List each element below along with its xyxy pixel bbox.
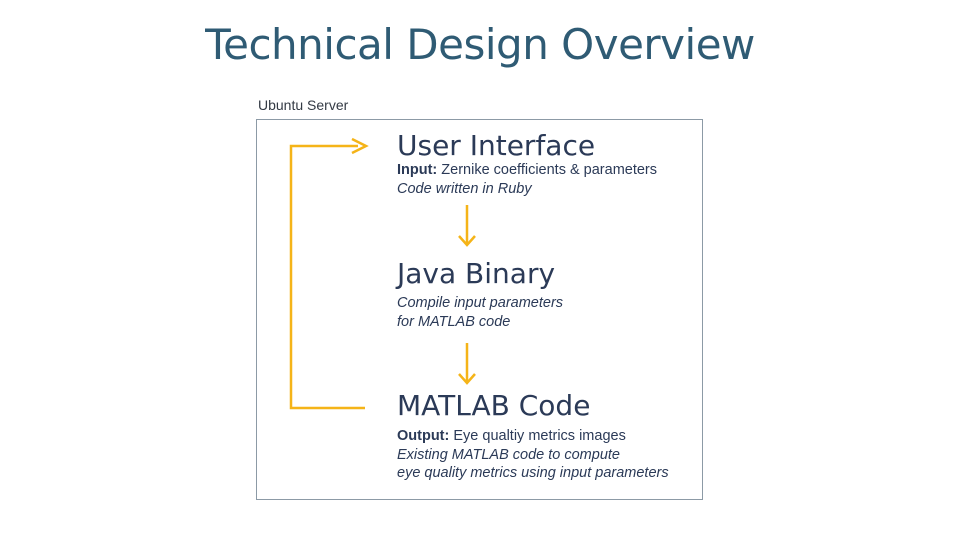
node-matlab-code-title: MATLAB Code [397,389,591,422]
input-label: Input: [397,162,438,178]
node-java-binary-note-2: for MATLAB code [397,314,511,330]
node-java-binary-title: Java Binary [397,257,556,290]
container-label: Ubuntu Server [258,97,349,113]
output-value: Eye qualtiy metrics images [453,428,626,444]
node-matlab-code-note-1: Existing MATLAB code to compute [397,447,620,463]
node-user-interface-note: Code written in Ruby [397,181,532,197]
input-value: Zernike coefficients & parameters [441,162,658,178]
node-matlab-code-note-2: eye quality metrics using input paramete… [397,465,669,481]
slide-title: Technical Design Overview [205,20,755,69]
node-user-interface-io: Input: Zernike coefficients & parameters [397,162,657,178]
output-label: Output: [397,428,450,444]
ubuntu-server-box [256,119,703,500]
node-matlab-code-io: Output: Eye qualtiy metrics images [397,428,626,444]
node-java-binary-note-1: Compile input parameters [397,295,564,311]
node-user-interface-title: User Interface [397,129,596,162]
